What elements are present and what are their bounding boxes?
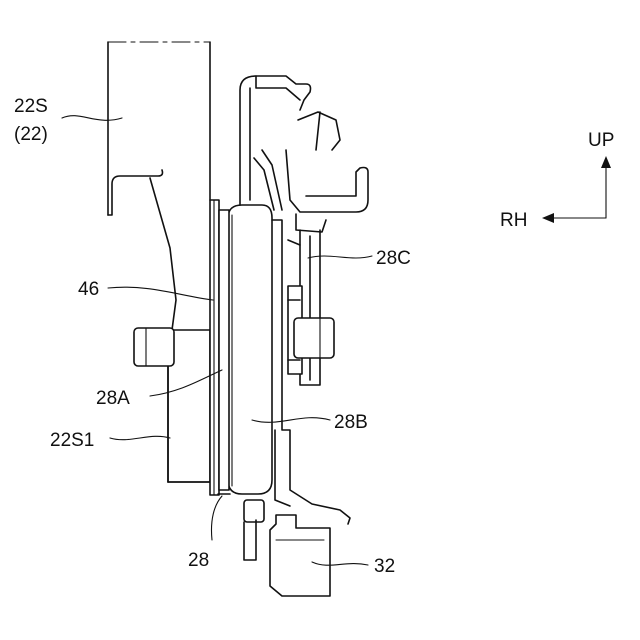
leader-46 (108, 287, 213, 300)
direction-indicator (542, 156, 611, 223)
label-32: 32 (374, 556, 395, 577)
leader-28 (211, 496, 222, 540)
label-28: 28 (188, 550, 209, 571)
plate-46 (210, 200, 219, 495)
member-28c (288, 230, 334, 385)
label-28b: 28B (334, 412, 368, 433)
member-28 (218, 205, 272, 494)
part-32 (244, 500, 330, 596)
bracket-28b (272, 220, 350, 524)
leader-22s1 (110, 436, 170, 439)
seat-frame-22s (108, 42, 210, 215)
label-22s1: 22S1 (50, 430, 94, 451)
label-22s: 22S (14, 96, 48, 117)
label-28c: 28C (376, 248, 411, 269)
leader-28c (308, 256, 372, 258)
left-arrow-icon (542, 213, 554, 223)
up-arrow-icon (601, 156, 611, 168)
label-rh: RH (500, 210, 527, 231)
label-up: UP (588, 130, 614, 151)
bolt-head (134, 328, 174, 366)
label-46: 46 (78, 279, 99, 300)
label-22: (22) (14, 124, 48, 145)
label-28a: 28A (96, 388, 130, 409)
leader-22s (62, 116, 122, 121)
